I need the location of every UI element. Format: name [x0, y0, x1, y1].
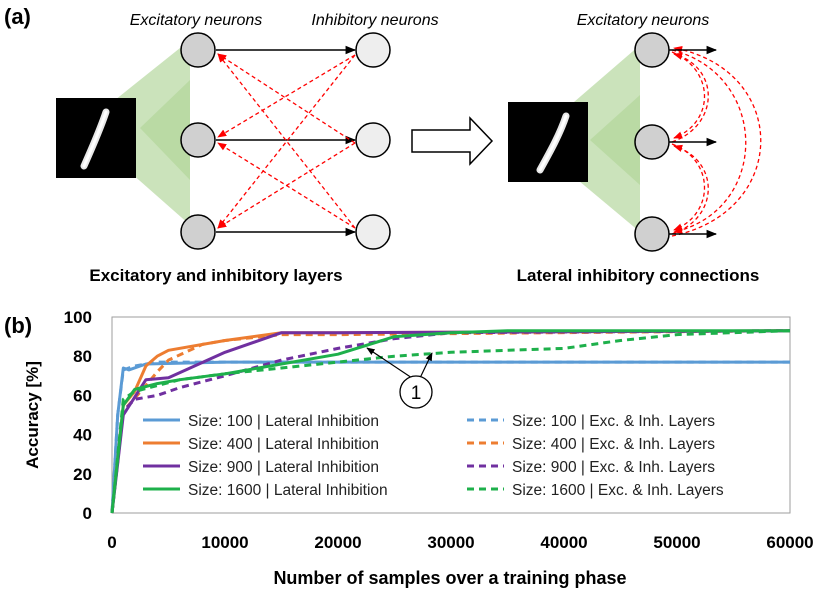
lateral-inhibitory-connection	[671, 52, 709, 143]
left-title-excitatory: Excitatory neurons	[130, 12, 263, 29]
receptive-field-cone-inner	[590, 95, 640, 185]
annotation-label: 1	[411, 383, 422, 404]
panel-b: (b) Accuracy [%] Number of samples over …	[4, 308, 814, 588]
legend-entry: Size: 400 | Exc. & Inh. Layers	[512, 436, 715, 453]
inhibitory-neuron	[355, 32, 391, 68]
excitatory-neuron	[180, 214, 216, 250]
y-tick-label: 60	[73, 386, 92, 405]
legend-entry: Size: 100 | Exc. & Inh. Layers	[512, 413, 715, 430]
x-ticks: 0 10000 20000 30000 40000 50000 60000	[107, 533, 813, 552]
inhibitory-connection	[217, 53, 356, 229]
excitatory-neuron	[634, 216, 670, 252]
right-network: Excitatory neurons	[508, 12, 762, 285]
lateral-inhibitory-connection	[671, 49, 747, 234]
right-caption: Lateral inhibitory connections	[517, 266, 760, 285]
receptive-field-cone-inner	[140, 80, 190, 180]
y-tick-label: 100	[64, 308, 92, 327]
x-tick-label: 10000	[201, 533, 248, 552]
panel-a: (a) Excitatory neurons Inhibitory neuron…	[4, 4, 762, 285]
y-ticks: 0 20 40 60 80 100	[64, 308, 92, 523]
series-lines	[110, 329, 791, 514]
series-line	[110, 329, 791, 514]
right-title-excitatory: Excitatory neurons	[577, 12, 710, 29]
x-tick-label: 50000	[653, 533, 700, 552]
y-axis-label: Accuracy [%]	[23, 361, 42, 469]
legend-entry: Size: 400 | Lateral Inhibition	[188, 436, 379, 453]
panel-b-label: (b)	[4, 313, 32, 338]
legend-entry: Size: 100 | Lateral Inhibition	[188, 413, 379, 430]
y-tick-label: 80	[73, 347, 92, 366]
inhibitory-connection	[217, 142, 356, 229]
x-tick-label: 20000	[314, 533, 361, 552]
lateral-inhibitory-connection	[671, 51, 706, 139]
inhibitory-connection	[217, 54, 356, 138]
series-line	[110, 329, 791, 514]
legend: Size: 100 | Lateral Inhibition Size: 100 …	[143, 413, 724, 499]
x-tick-label: 40000	[540, 533, 587, 552]
lateral-inhibitory-connection	[671, 144, 709, 235]
excitatory-neuron	[180, 122, 216, 158]
legend-entry: Size: 900 | Lateral Inhibition	[188, 459, 379, 476]
excitatory-neuron	[634, 32, 670, 68]
y-tick-label: 40	[73, 426, 92, 445]
input-digit-image	[508, 102, 588, 182]
legend-entry: Size: 900 | Exc. & Inh. Layers	[512, 459, 715, 476]
series-line	[110, 329, 791, 514]
excitatory-neuron	[634, 124, 670, 160]
x-tick-label: 30000	[427, 533, 474, 552]
x-axis-label: Number of samples over a training phase	[273, 568, 626, 588]
lateral-inhibitory-connection	[671, 143, 706, 231]
inhibitory-neuron	[355, 122, 391, 158]
panel-a-label: (a)	[4, 4, 31, 29]
input-digit-image	[56, 98, 136, 178]
excitatory-neuron	[180, 32, 216, 68]
y-tick-label: 0	[83, 504, 92, 523]
inhibitory-connection	[217, 54, 356, 229]
plot-area	[111, 316, 791, 514]
legend-entry: Size: 1600 | Exc. & Inh. Layers	[512, 482, 724, 499]
transition-arrow	[411, 116, 494, 166]
left-title-inhibitory: Inhibitory neurons	[311, 12, 438, 29]
legend-entry: Size: 1600 | Lateral Inhibition	[188, 482, 388, 499]
series-line	[110, 360, 790, 514]
x-tick-label: 60000	[766, 533, 813, 552]
annotation-callout: 1	[366, 347, 433, 409]
left-network: Excitatory neurons Inhibitory neurons	[56, 12, 439, 285]
y-tick-label: 20	[73, 465, 92, 484]
left-caption: Excitatory and inhibitory layers	[89, 266, 342, 285]
lateral-inhibitory-connection	[671, 45, 762, 237]
inhibitory-neuron	[355, 214, 391, 250]
series-line	[110, 329, 791, 514]
x-tick-label: 0	[107, 533, 116, 552]
inhibitory-connection	[217, 53, 356, 144]
